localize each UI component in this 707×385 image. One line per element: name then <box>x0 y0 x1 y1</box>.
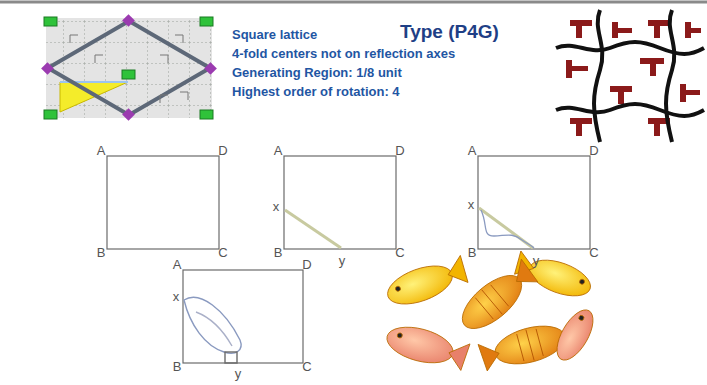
diagonal <box>285 210 341 248</box>
corner-label: B <box>97 246 106 260</box>
corner-label: D <box>302 258 311 272</box>
corner-label: D <box>218 144 227 158</box>
corner-label: y <box>235 367 242 381</box>
property-line: Generating Region: 1/8 unit <box>232 66 402 80</box>
corner-label: C <box>589 246 598 260</box>
motif-sketch <box>479 208 534 248</box>
corner-label: C <box>395 246 404 260</box>
corner-label: y <box>533 254 540 268</box>
corner-label: x <box>273 200 280 214</box>
corner-label: B <box>274 246 283 260</box>
corner-label: A <box>274 144 283 158</box>
pattern-sample <box>556 10 704 142</box>
corner-label: y <box>339 254 346 268</box>
property-line: 4-fold centers not on reflection axes <box>232 47 455 61</box>
fish-tiling <box>383 248 601 374</box>
corner-label: B <box>173 360 182 374</box>
slide-title: Type (P4G) <box>400 22 499 43</box>
corner-label: D <box>589 144 598 158</box>
corner-label: C <box>218 246 227 260</box>
corner-label: A <box>97 144 106 158</box>
corner-label: A <box>468 144 477 158</box>
fish-motif <box>184 297 241 363</box>
lattice-tile <box>41 14 217 121</box>
corner-label: A <box>173 258 182 272</box>
property-line: Highest order of rotation: 4 <box>232 85 400 99</box>
corner-label: D <box>395 144 404 158</box>
top-rule <box>0 1 707 4</box>
corner-label: x <box>468 198 475 212</box>
corner-label: x <box>173 290 180 304</box>
corner-label: C <box>302 360 311 374</box>
corner-label: B <box>468 246 477 260</box>
property-line: Square lattice <box>232 28 317 42</box>
